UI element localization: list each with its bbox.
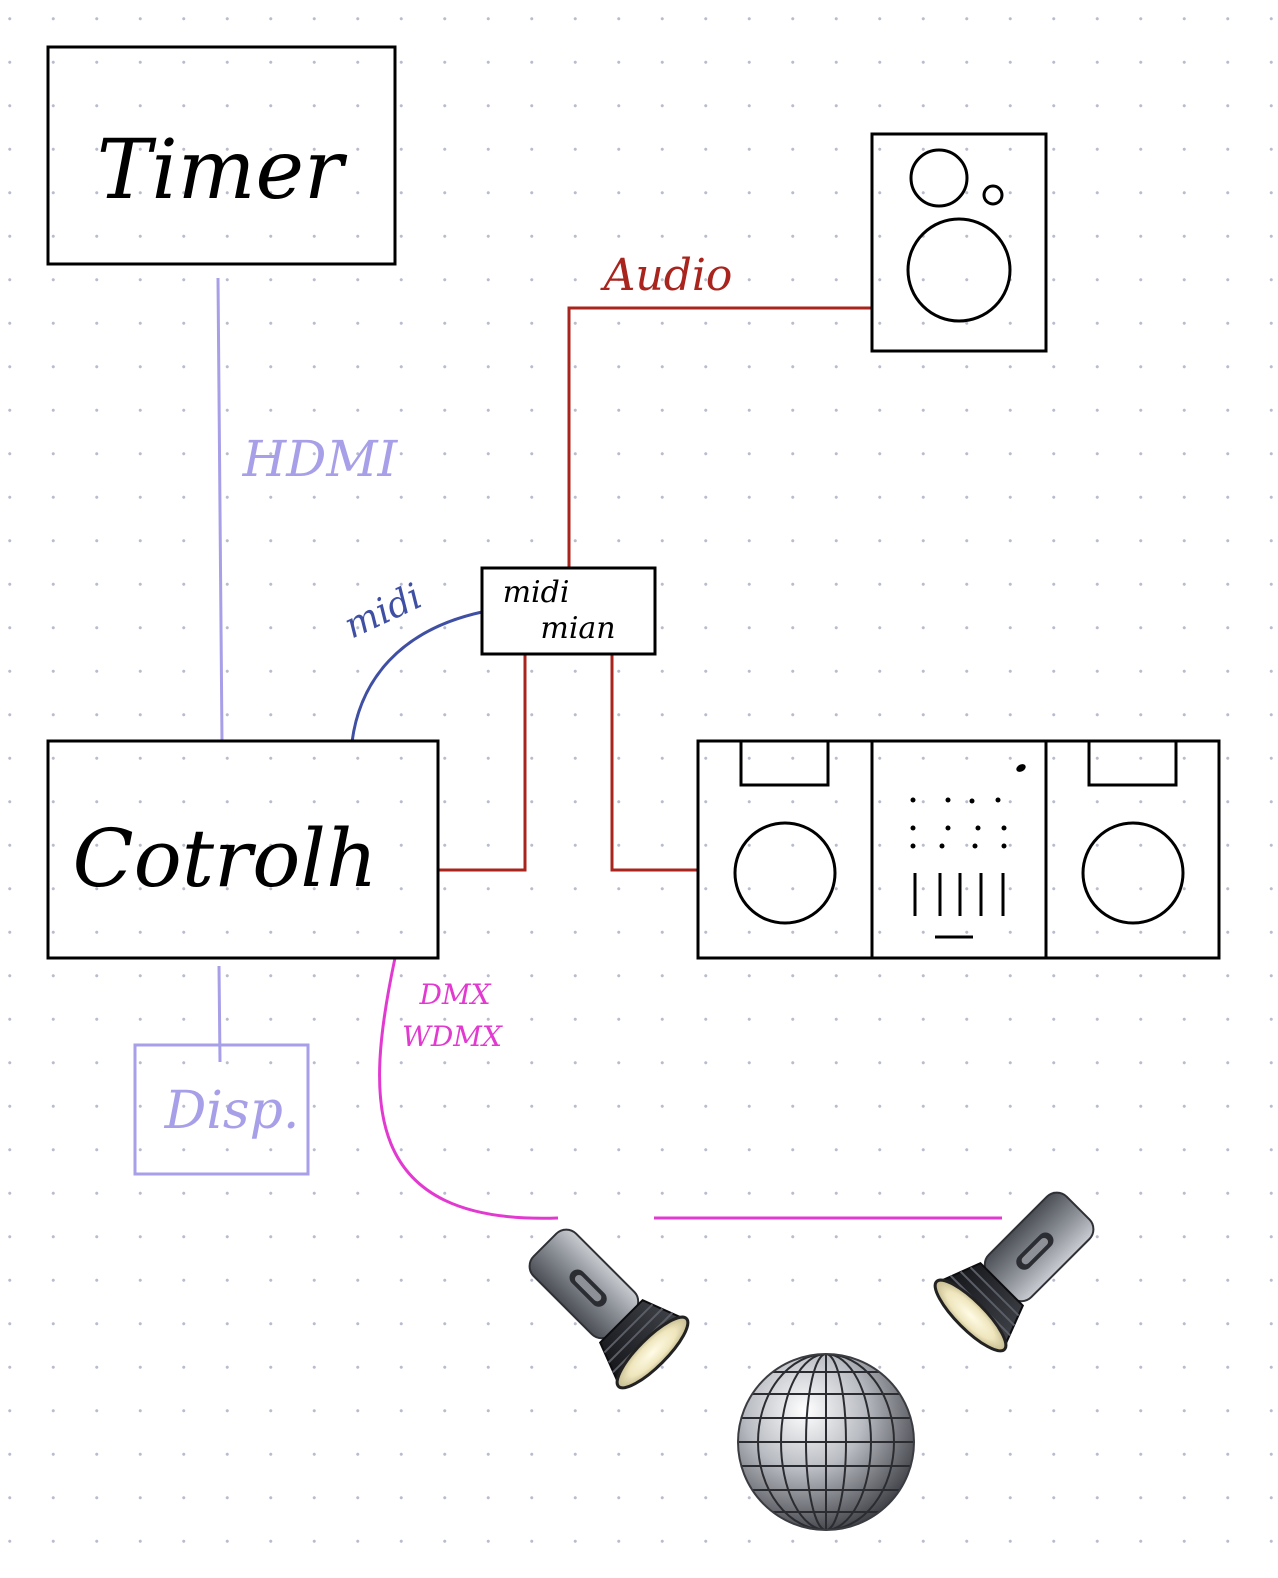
hdmi-label: HDMI — [242, 430, 399, 488]
audio-wire-speaker — [567, 306, 873, 568]
dmx-label: DMX — [418, 978, 491, 1011]
dmx-wire — [378, 957, 559, 1220]
controller-label: Cotrolh — [72, 812, 377, 905]
audio-label: Audio — [600, 250, 733, 301]
audio-wire-dj — [610, 655, 699, 872]
midi-wire — [350, 610, 483, 743]
hdmi-wire — [216, 277, 224, 743]
display-box: Disp. — [133, 1043, 310, 1176]
flashlight-icon — [933, 1191, 1095, 1353]
timer-label: Timer — [97, 123, 348, 218]
display-label: Disp. — [164, 1081, 300, 1141]
midi-interface-box: midi mian — [480, 566, 657, 656]
dj-controller-icon — [696, 739, 1221, 960]
speaker-icon — [870, 132, 1048, 353]
timer-box: Timer — [46, 45, 397, 266]
flashlight-icon — [528, 1228, 690, 1390]
midi-interface-label-2: mian — [540, 611, 615, 646]
disco-ball-icon — [737, 1353, 915, 1531]
display-wire — [217, 965, 222, 1063]
midi-label: midi — [338, 576, 428, 647]
midi-interface-label-1: midi — [503, 575, 570, 610]
audio-wire-controller — [438, 655, 527, 872]
wdmx-label: WDMX — [402, 1020, 503, 1053]
controller-box: Cotrolh — [46, 739, 440, 960]
mixer-knobs — [910, 764, 1026, 849]
